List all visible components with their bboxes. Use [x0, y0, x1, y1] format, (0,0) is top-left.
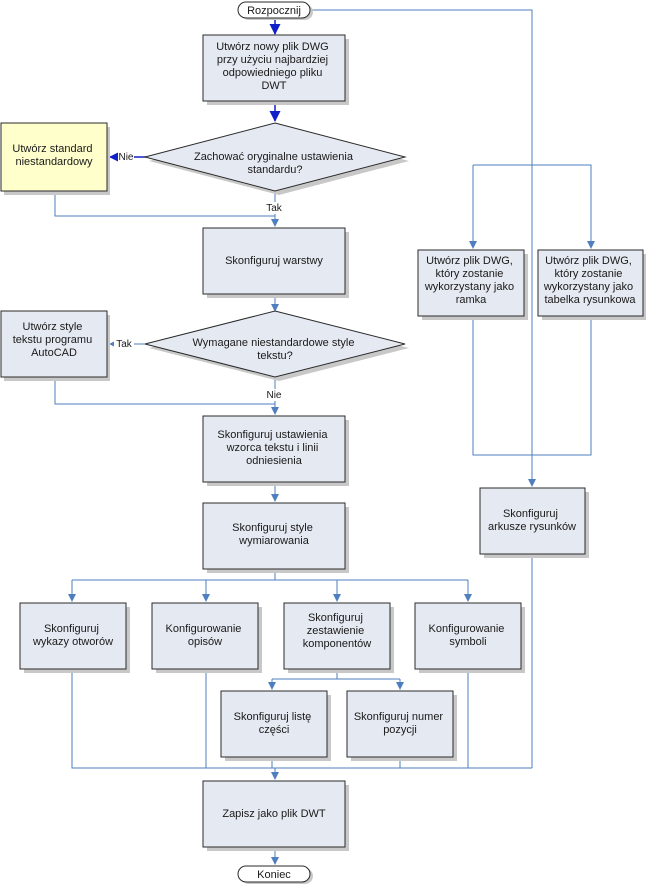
keep-standards-line: standardu?: [247, 164, 302, 176]
create-nonstandard-line: niestandardowy: [15, 156, 93, 168]
create-text-styles-line: Utwórz style: [23, 321, 83, 333]
edge-textstyles-merge: [54, 378, 275, 405]
config-parts-list-line: Skonfiguruj listę: [234, 711, 312, 723]
config-dim-styles-box: Skonfiguruj style wymiarowania: [202, 502, 349, 573]
create-nonstandard-box: Utwórz standard niestandardowy: [0, 122, 110, 195]
create-title-block-line: który zostanie: [555, 268, 623, 280]
config-parts-list-box: Skonfiguruj listę części: [220, 690, 331, 761]
config-bom-line: komponentów: [303, 638, 372, 650]
nonstandard-text-line: Wymagane niestandardowe style: [193, 337, 355, 349]
edge-right-title: [473, 164, 595, 249]
config-sheets-line: Skonfiguruj: [503, 508, 558, 520]
config-notes-line: Konfigurowanie: [166, 623, 242, 635]
edge-collector: [71, 669, 532, 769]
create-text-styles-line: AutoCAD: [31, 347, 77, 359]
config-parts-list-line: części: [259, 724, 290, 736]
nonstandard-text-label: Wymagane niestandardowe style tekstu?: [193, 337, 358, 362]
nonstandard-text-line: tekstu?: [257, 350, 292, 362]
config-dim-styles-label: Skonfiguruj style wymiarowania: [232, 522, 316, 547]
edge-label-no-1: Nie: [118, 152, 133, 163]
create-title-block-line: wykorzystany jako: [543, 281, 633, 293]
edge-label-yes-2: Tak: [116, 339, 133, 350]
config-text-leader-line: odniesienia: [246, 455, 303, 467]
config-text-leader-box: Skonfiguruj ustawienia wzorca tekstu i l…: [202, 415, 349, 486]
config-sheets-label: Skonfiguruj arkusze rysunków: [488, 508, 576, 533]
end-terminal: Koniec: [237, 865, 313, 884]
start-label: Rozpocznij: [247, 5, 301, 17]
create-title-block-label: Utwórz plik DWG, który zostanie wykorzys…: [543, 255, 637, 306]
config-notes-label: Konfigurowanie opisów: [166, 623, 245, 648]
config-hole-tables-box: Skonfiguruj wykazy otworów: [19, 602, 130, 673]
create-border-line: ramka: [456, 294, 487, 306]
keep-standards-decision: Zachować oryginalne ustawienia standardu…: [143, 122, 409, 195]
config-dim-styles-line: Skonfiguruj style: [232, 522, 313, 534]
config-text-leader-label: Skonfiguruj ustawienia wzorca tekstu i l…: [217, 429, 330, 467]
keep-standards-line: Zachować oryginalne ustawienia: [194, 151, 354, 163]
edge-label-yes-1: Tak: [266, 203, 283, 214]
edge-nonstd-merge: [54, 194, 275, 217]
create-dwg-line: DWT: [261, 80, 286, 92]
create-dwg-label: Utwórz nowy plik DWG przy użyciu najbard…: [216, 41, 332, 92]
create-dwg-line: przy użyciu najbardziej: [217, 54, 328, 66]
create-border-line: który zostanie: [436, 268, 504, 280]
config-balloons-box: Skonfiguruj numer pozycji: [346, 690, 457, 761]
config-text-leader-line: wzorca tekstu i linii: [226, 442, 319, 454]
save-dwt-label: Zapisz jako plik DWT: [222, 808, 326, 820]
config-parts-list-label: Skonfiguruj listę części: [234, 711, 315, 736]
config-symbols-label: Konfigurowanie symboli: [429, 623, 508, 648]
config-symbols-line: Konfigurowanie: [429, 623, 505, 635]
config-bom-line: zestawienie: [307, 625, 364, 637]
create-text-styles-box: Utwórz style tekstu programu AutoCAD: [0, 310, 110, 381]
connectors: [54, 9, 595, 865]
config-sheets-line: arkusze rysunków: [488, 521, 576, 533]
edge-label-no-2: Nie: [266, 390, 281, 401]
config-symbols-line: symboli: [449, 636, 486, 648]
start-terminal: Rozpocznij: [237, 1, 313, 20]
create-border-line: wykorzystany jako: [424, 281, 514, 293]
nonstandard-text-decision: Wymagane niestandardowe style tekstu?: [144, 310, 409, 381]
config-text-leader-line: Skonfiguruj ustawienia: [217, 429, 328, 441]
config-dim-styles-line: wymiarowania: [238, 535, 310, 547]
keep-standards-label: Zachować oryginalne ustawienia standardu…: [194, 151, 356, 176]
config-hole-tables-label: Skonfiguruj wykazy otworów: [32, 623, 113, 648]
config-hole-tables-line: Skonfiguruj: [44, 623, 99, 635]
save-dwt-box: Zapisz jako plik DWT: [202, 780, 349, 851]
create-text-styles-line: tekstu programu: [13, 334, 92, 346]
config-sheets-box: Skonfiguruj arkusze rysunków: [479, 487, 589, 558]
create-dwg-line: odpowiedniego pliku: [223, 67, 323, 79]
edge-start-right: [311, 9, 533, 455]
end-label: Koniec: [257, 869, 291, 881]
config-bom-label: Skonfiguruj zestawienie komponentów: [303, 612, 372, 650]
create-border-label: Utwórz plik DWG, który zostanie wykorzys…: [424, 255, 517, 306]
config-notes-box: Konfigurowanie opisów: [151, 602, 262, 673]
config-balloons-label: Skonfiguruj numer pozycji: [354, 711, 446, 736]
create-border-box: Utwórz plik DWG, który zostanie wykorzys…: [417, 249, 528, 320]
config-layers-label: Skonfiguruj warstwy: [225, 255, 323, 267]
create-border-line: Utwórz plik DWG,: [426, 255, 513, 267]
config-symbols-box: Konfigurowanie symboli: [414, 602, 525, 673]
create-dwg-line: Utwórz nowy plik DWG: [216, 41, 328, 53]
create-text-styles-label: Utwórz style tekstu programu AutoCAD: [13, 321, 96, 359]
config-bom-box: Skonfiguruj zestawienie komponentów: [283, 602, 394, 673]
create-dwg-box: Utwórz nowy plik DWG przy użyciu najbard…: [202, 34, 349, 105]
config-bom-line: Skonfiguruj: [308, 612, 363, 624]
create-nonstandard-line: Utwórz standard: [12, 143, 92, 155]
create-nonstandard-label: Utwórz standard niestandardowy: [12, 143, 95, 168]
config-balloons-line: Skonfiguruj numer: [354, 711, 444, 723]
config-notes-line: opisów: [188, 636, 222, 648]
create-title-block-box: Utwórz plik DWG, który zostanie wykorzys…: [537, 249, 646, 320]
edge-labels: Nie Tak Tak Nie: [114, 151, 284, 401]
create-title-block-line: tabelka rysunkowa: [544, 294, 636, 306]
config-layers-box: Skonfiguruj warstwy: [202, 227, 349, 298]
config-hole-tables-line: wykazy otworów: [32, 636, 113, 648]
config-balloons-line: pozycji: [383, 724, 417, 736]
create-title-block-line: Utwórz plik DWG,: [545, 255, 632, 267]
